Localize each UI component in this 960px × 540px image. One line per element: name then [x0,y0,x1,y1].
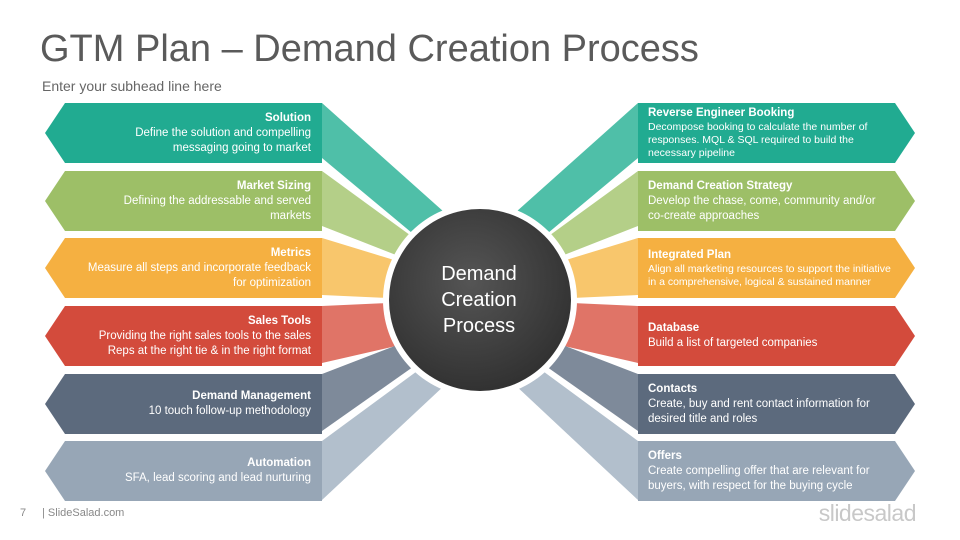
box-demand-management [45,374,322,434]
right-item-text: Create, buy and rent contact information… [648,397,870,410]
right-item-contacts: Contacts Create, buy and rent contact in… [648,374,910,434]
left-item-text: Providing the right sales tools to the s… [98,329,311,342]
right-item-text: necessary pipeline [648,147,735,159]
center-label-line: Process [442,315,516,337]
left-item-text: Defining the addressable and served [123,194,311,207]
box-market-sizing [45,171,322,231]
right-item-database: Database Build a list of targeted compan… [648,306,910,366]
footer-site: | SlideSalad.com [42,507,125,519]
left-item-text: Reps at the right tie & in the right for… [107,344,311,357]
right-item-heading: Contacts [648,382,698,395]
box-solution [45,103,322,163]
left-item-heading: Market Sizing [236,179,311,192]
left-item-demand-management: Demand Management 10 touch follow-up met… [70,374,311,434]
connector-integrated-plan [566,238,638,298]
right-item-integrated-plan: Integrated Plan Align all marketing reso… [648,238,910,298]
right-item-text: Decompose booking to calculate the numbe… [648,121,868,133]
left-item-heading: Demand Management [192,390,311,402]
box-contacts [638,374,915,434]
right-item-text: Align all marketing resources to support… [648,262,891,275]
connector-market-sizing [322,171,414,255]
page-number: 7 [20,507,27,519]
right-item-heading: Offers [648,449,682,462]
right-item-heading: Integrated Plan [648,248,732,261]
right-item-text: Create compelling offer that are relevan… [648,464,870,477]
page-title: GTM Plan – Demand Creation Process [40,28,699,70]
right-item-text: in a comprehensive, logical & sustained … [648,275,871,288]
connector-automation [322,366,446,500]
right-item-heading: Database [648,322,700,334]
connector-metrics [322,238,394,298]
right-item-heading: Reverse Engineer Booking [648,107,795,119]
left-item-text: Measure all steps and incorporate feedba… [87,261,311,274]
connector-database [564,303,638,363]
right-item-offers: Offers Create compelling offer that are … [648,441,910,501]
box-integrated-plan [638,238,915,298]
right-item-text: buyers, with respect for the buying cycl… [648,479,853,492]
box-reverse-engineer [638,103,915,163]
right-item-text: Build a list of targeted companies [648,337,818,349]
left-item-text: messaging going to market [172,141,311,154]
left-item-heading: Automation [247,457,311,469]
left-item-heading: Solution [265,111,311,124]
subhead: Enter your subhead line here [42,78,222,94]
left-item-sales-tools: Sales Tools Providing the right sales to… [70,306,311,366]
left-item-solution: Solution Define the solution and compell… [70,103,311,163]
connector-sales-tools [322,303,396,363]
left-item-heading: Metrics [270,246,311,259]
right-item-strategy: Demand Creation Strategy Develop the cha… [648,171,910,231]
left-item-text: for optimization [233,276,311,289]
box-automation [45,441,322,501]
left-item-text: SFA, lead scoring and lead nurturing [124,472,311,484]
right-item-text: co-create approaches [648,209,760,222]
left-item-text: markets [270,209,311,222]
left-item-text: Define the solution and compelling [135,126,311,139]
slidesalad-logo: slidesalad [818,500,917,526]
left-item-heading: Sales Tools [247,314,311,327]
right-item-text: responses. MQL & SQL required to build t… [648,134,854,146]
center-circle [389,209,571,391]
right-item-text: Develop the chase, come, community and/o… [648,194,876,207]
left-item-metrics: Metrics Measure all steps and incorporat… [70,238,311,298]
connector-contacts [540,344,638,431]
right-item-reverse-engineer: Reverse Engineer Booking Decompose booki… [648,103,910,163]
box-offers [638,441,915,501]
center-label-line: Demand [441,263,517,285]
connector-reverse-engineer [516,103,638,238]
connector-offers [514,366,638,500]
left-item-market-sizing: Market Sizing Defining the addressable a… [70,171,311,231]
right-item-text: desired title and roles [648,412,758,425]
left-item-text: 10 touch follow-up methodology [148,405,311,417]
right-item-heading: Demand Creation Strategy [648,179,793,192]
box-strategy [638,171,915,231]
connector-solution [322,103,444,238]
box-metrics [45,238,322,298]
box-sales-tools [45,306,322,366]
center-label: Demand Creation Process [393,245,565,355]
connector-strategy [546,171,638,255]
box-database [638,306,915,366]
connector-demand-management [322,344,420,431]
center-label-line: Creation [441,289,517,311]
left-item-automation: Automation SFA, lead scoring and lead nu… [70,441,311,501]
